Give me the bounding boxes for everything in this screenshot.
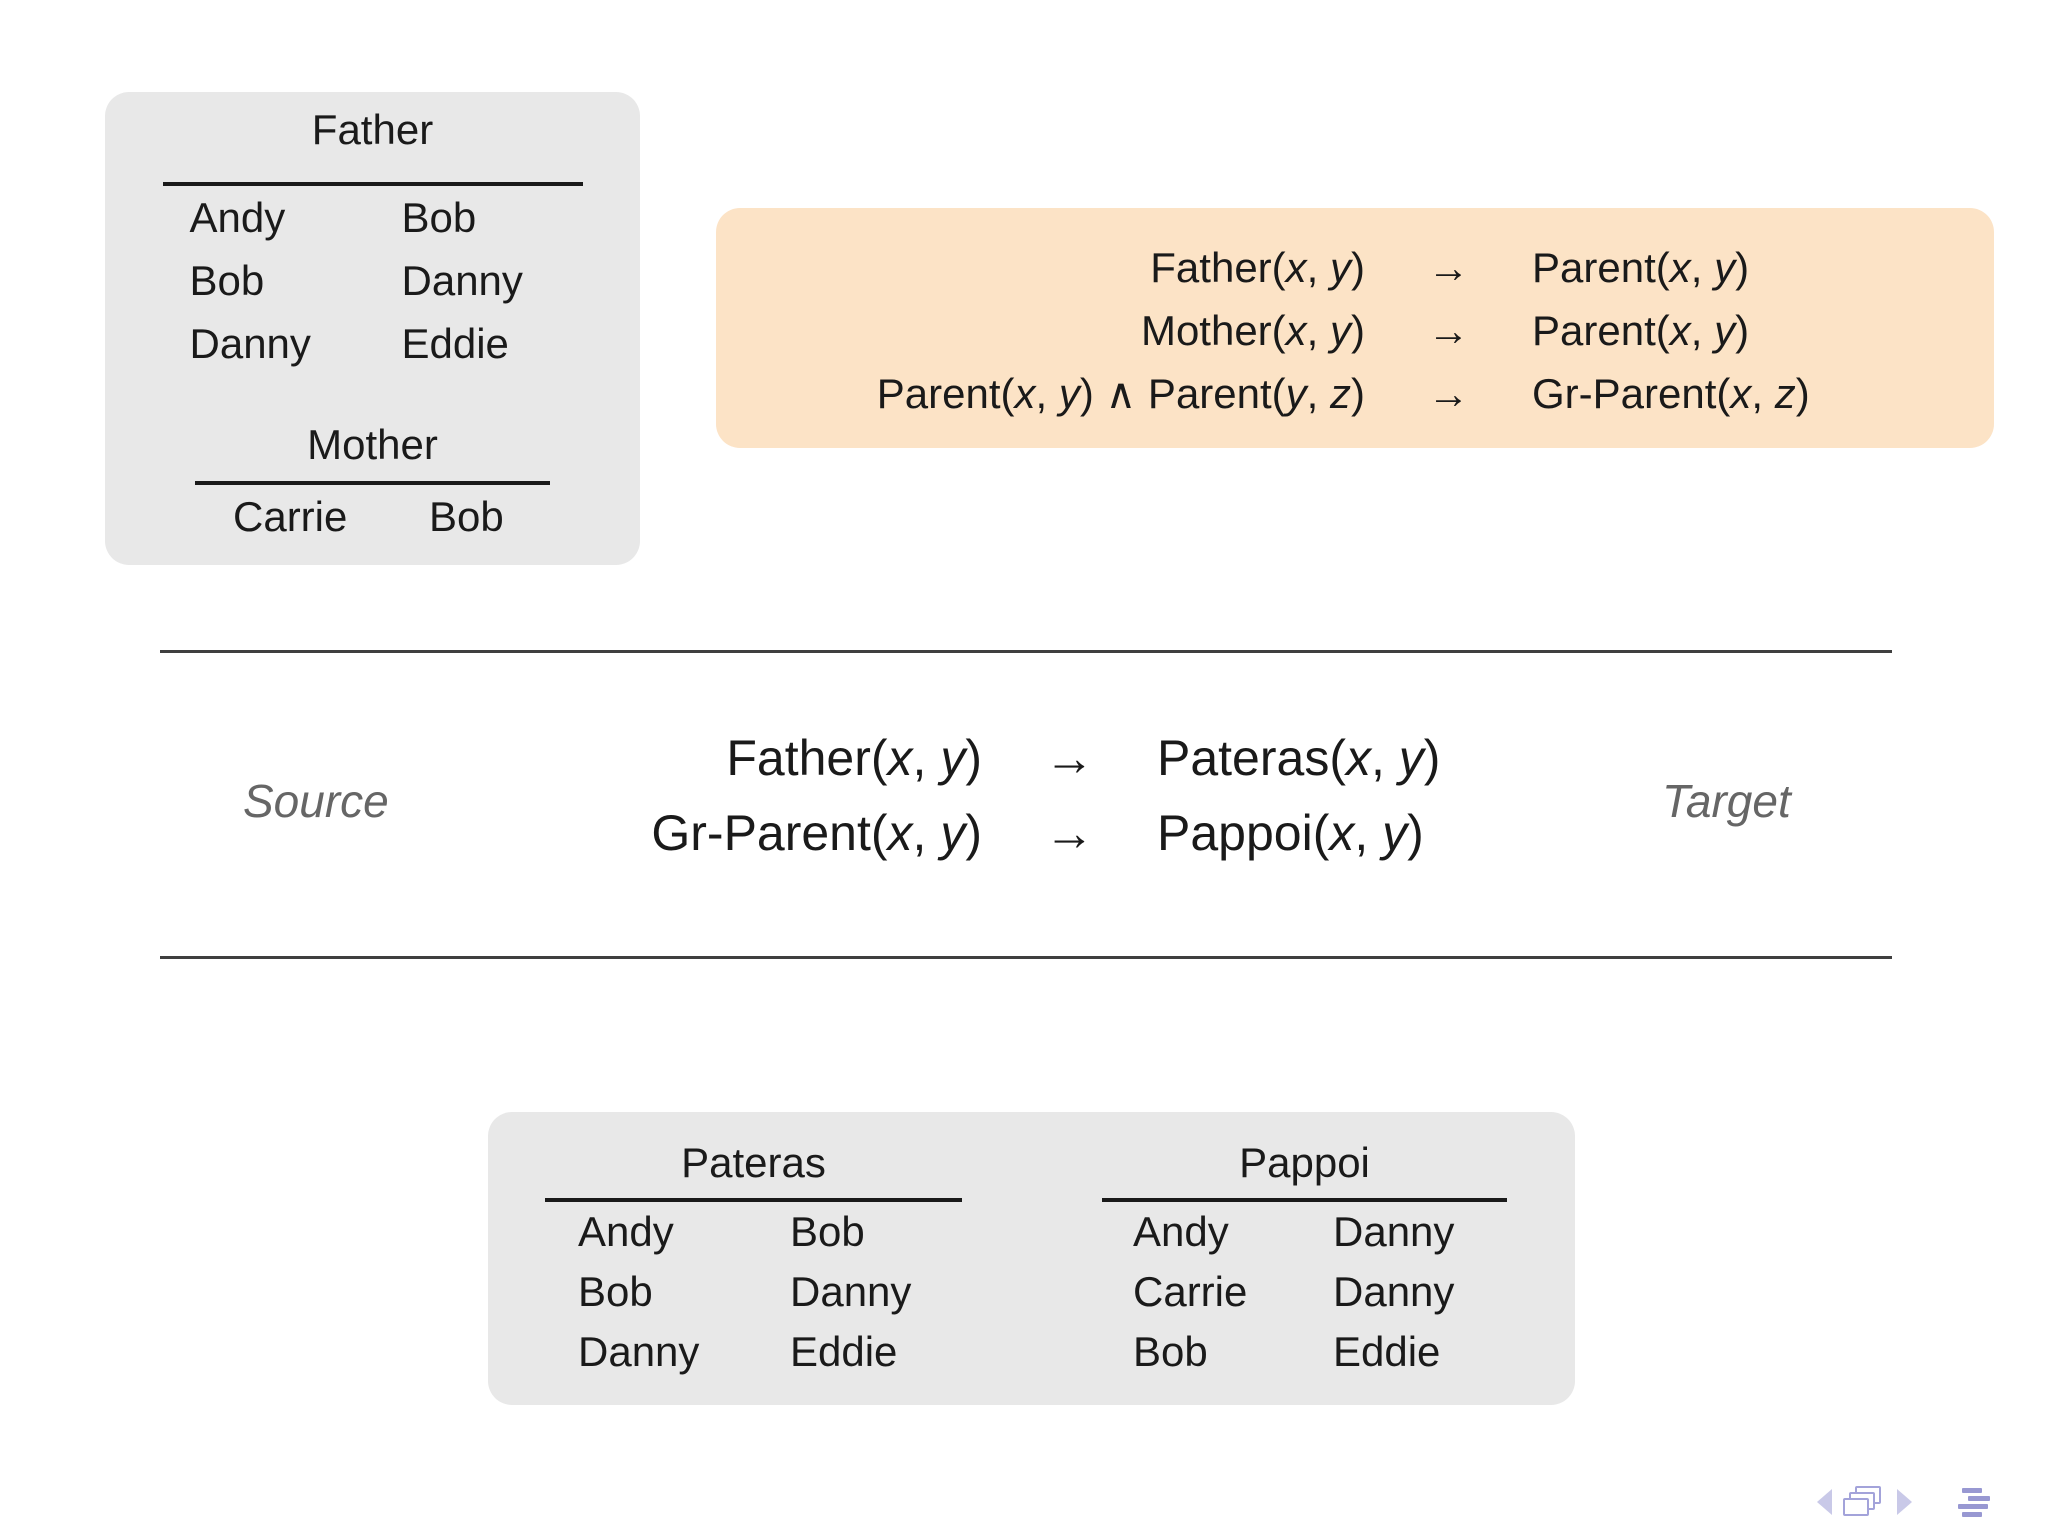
table-cell: Bob bbox=[1133, 1328, 1208, 1375]
mapping-antecedent: Father(x, y) bbox=[726, 730, 982, 786]
table-cell: Danny bbox=[578, 1328, 700, 1375]
implies-arrow: → bbox=[1044, 730, 1095, 786]
table-cell: Bob bbox=[790, 1208, 865, 1255]
mapping-antecedent: Gr-Parent(x, y) bbox=[651, 805, 982, 861]
rule-consequent: Parent(x, y) bbox=[1532, 244, 1750, 291]
implies-arrow: → bbox=[1427, 307, 1470, 354]
rule-consequent: Gr-Parent(x, z) bbox=[1532, 370, 1810, 417]
table-cell: Bob bbox=[578, 1268, 653, 1315]
mapping-rules: Father(x, y) → Pateras(x, y) Gr-Parent(x… bbox=[540, 721, 1640, 871]
father-table: Father Andy Bob Bob Danny Danny Eddie bbox=[162, 92, 583, 375]
outline-bar bbox=[1962, 1512, 1982, 1517]
pateras-table-title: Pateras bbox=[681, 1139, 826, 1186]
source-instance-box: Father Andy Bob Bob Danny Danny Eddie Mo… bbox=[105, 92, 640, 565]
table-cell: Carrie bbox=[1133, 1268, 1248, 1315]
father-table-rule bbox=[162, 182, 583, 186]
table-cell: Danny bbox=[1333, 1268, 1455, 1315]
table-cell: Eddie bbox=[1333, 1328, 1441, 1375]
mapping-consequent: Pateras(x, y) bbox=[1157, 730, 1441, 786]
table-cell: Andy bbox=[578, 1208, 674, 1255]
table-cell: Andy bbox=[1133, 1208, 1229, 1255]
source-label: Source bbox=[243, 775, 389, 827]
table-cell: Bob bbox=[401, 194, 477, 241]
implies-arrow: → bbox=[1044, 805, 1095, 861]
implies-arrow: → bbox=[1427, 244, 1470, 291]
table-cell: Carrie bbox=[233, 493, 348, 540]
table-cell: Danny bbox=[790, 1268, 912, 1315]
table-cell: Bob bbox=[429, 493, 504, 540]
outline-lines-icon[interactable] bbox=[1958, 1488, 1992, 1518]
mapping-consequent: Pappoi(x, y) bbox=[1157, 805, 1424, 861]
rule-antecedent: Mother(x, y) bbox=[1140, 307, 1365, 354]
overlay-frames-icon[interactable] bbox=[1843, 1486, 1883, 1520]
table-cell: Danny bbox=[1333, 1208, 1455, 1255]
target-instance-box: Pateras Andy Bob Bob Danny Danny Eddie P… bbox=[488, 1112, 1575, 1405]
frame-rect bbox=[1843, 1498, 1869, 1516]
pateras-table-rule bbox=[545, 1198, 962, 1202]
mother-table-title: Mother bbox=[307, 421, 438, 468]
forward-triangle-icon[interactable] bbox=[1897, 1489, 1912, 1515]
table-cell: Andy bbox=[189, 194, 286, 241]
pappoi-table-title: Pappoi bbox=[1239, 1139, 1370, 1186]
rule-antecedent: Parent(x, y) ∧ Parent(y, z) bbox=[876, 370, 1365, 417]
separator-line-bottom bbox=[160, 956, 1892, 959]
navigation-bar bbox=[1812, 1486, 1997, 1522]
outline-bar bbox=[1962, 1488, 1982, 1493]
rule-antecedent: Father(x, y) bbox=[1150, 244, 1365, 291]
target-label: Target bbox=[1662, 775, 1791, 827]
table-cell: Danny bbox=[401, 257, 523, 304]
pappoi-table-rows: Andy Danny Carrie Danny Bob Eddie bbox=[1102, 1202, 1507, 1382]
back-triangle-icon[interactable] bbox=[1817, 1489, 1832, 1515]
table-cell: Eddie bbox=[401, 320, 509, 367]
mother-table-rows: Carrie Bob bbox=[195, 485, 550, 548]
mother-table: Mother Carrie Bob bbox=[195, 421, 550, 548]
rule-consequent: Parent(x, y) bbox=[1532, 307, 1750, 354]
implies-arrow: → bbox=[1427, 370, 1470, 417]
pappoi-table: Pappoi Andy Danny Carrie Danny Bob Eddie bbox=[1102, 1112, 1507, 1382]
separator-line-top bbox=[160, 650, 1892, 653]
pateras-table: Pateras Andy Bob Bob Danny Danny Eddie bbox=[545, 1112, 962, 1382]
outline-bar bbox=[1968, 1496, 1990, 1501]
outline-bar bbox=[1958, 1504, 1988, 1509]
father-table-title: Father bbox=[311, 106, 434, 153]
table-cell: Eddie bbox=[790, 1328, 898, 1375]
table-cell: Danny bbox=[189, 320, 311, 367]
ontology-rules: Father(x, y) → Parent(x, y) Mother(x, y)… bbox=[716, 208, 1994, 425]
mother-table-rule bbox=[195, 481, 550, 485]
table-cell: Bob bbox=[189, 257, 265, 304]
pateras-table-rows: Andy Bob Bob Danny Danny Eddie bbox=[545, 1202, 962, 1382]
pappoi-table-rule bbox=[1102, 1198, 1507, 1202]
father-table-rows: Andy Bob Bob Danny Danny Eddie bbox=[163, 186, 583, 375]
ontology-rules-box: Father(x, y) → Parent(x, y) Mother(x, y)… bbox=[716, 208, 1994, 448]
